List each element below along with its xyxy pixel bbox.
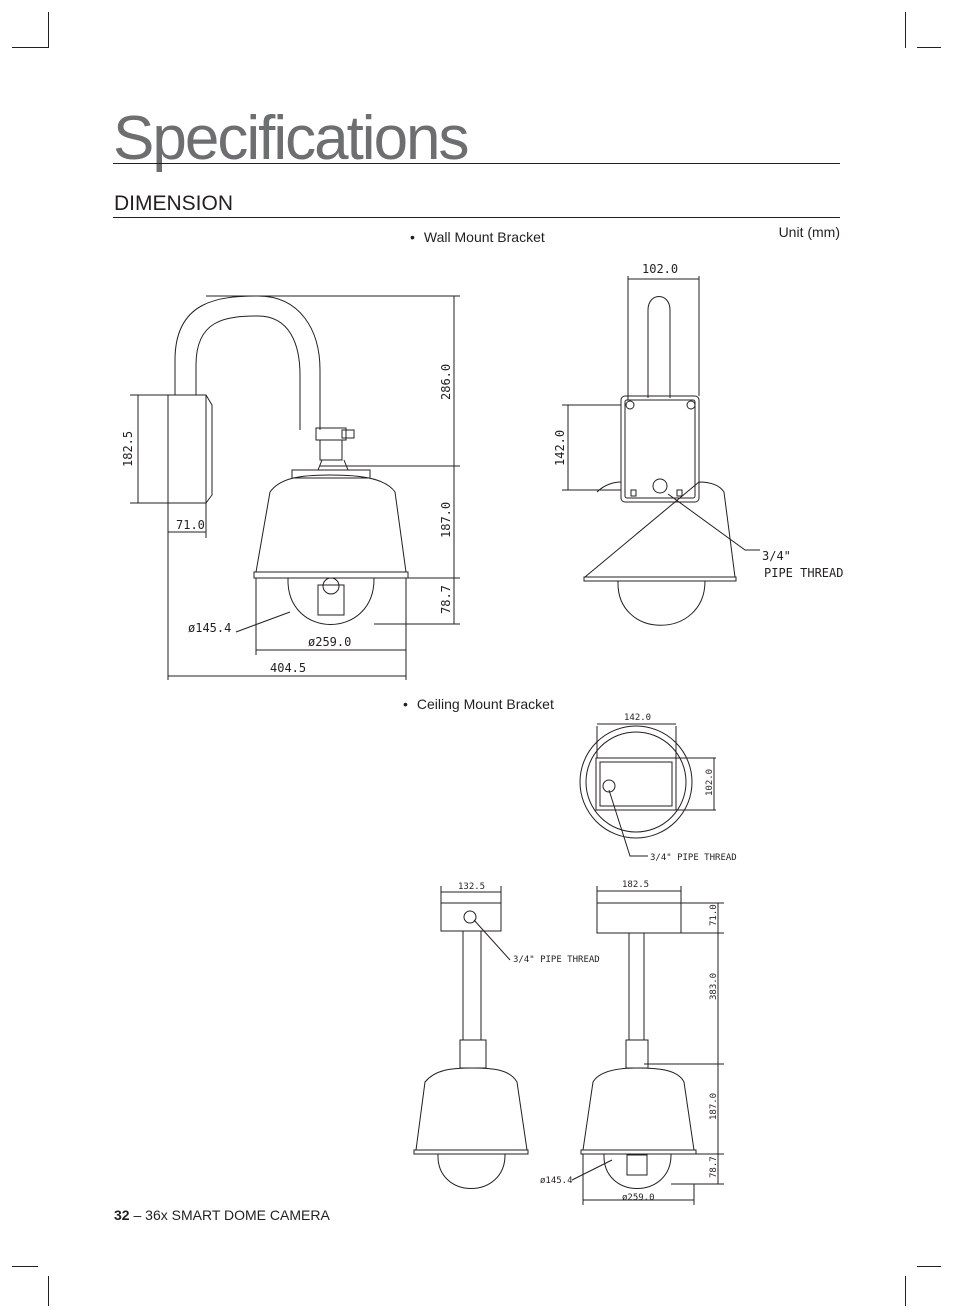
crop-mark xyxy=(905,1276,906,1306)
page-footer: 32 – 36x SMART DOME CAMERA xyxy=(114,1207,330,1223)
wall-mount-label: •Wall Mount Bracket xyxy=(410,229,545,245)
crop-mark xyxy=(48,1276,49,1306)
wall-mount-side-drawing xyxy=(130,295,460,680)
page-title: Specifications xyxy=(113,104,470,173)
callout-pipe-thread-2: PIPE THREAD xyxy=(764,566,843,580)
dim-side-78-7: 78.7 xyxy=(709,1156,719,1178)
callout-front-pipe: 3/4" PIPE THREAD xyxy=(513,955,600,965)
crop-mark xyxy=(917,47,941,48)
bullet-icon: • xyxy=(403,696,408,712)
title-rule xyxy=(113,163,840,164)
dim-78-7: 78.7 xyxy=(439,585,453,614)
ceiling-side-drawing xyxy=(571,886,724,1205)
callout-pipe-thread-1: 3/4" xyxy=(762,549,791,563)
section-rule xyxy=(113,217,840,218)
dim-side-dome-dia: ø145.4 xyxy=(540,1176,573,1186)
dim-front-132-5: 132.5 xyxy=(458,882,485,892)
dim-side-body-dia: ø259.0 xyxy=(622,1193,655,1203)
footer-separator: – xyxy=(129,1207,146,1223)
ceiling-front-drawing xyxy=(413,886,529,1189)
crop-mark xyxy=(48,12,49,48)
ceiling-top-drawing xyxy=(579,723,716,857)
wall-mount-rear-drawing xyxy=(562,276,760,626)
dim-side-182-5: 182.5 xyxy=(622,880,649,890)
dim-182-5: 182.5 xyxy=(121,431,135,467)
dim-102: 102.0 xyxy=(642,262,678,276)
dim-404-5: 404.5 xyxy=(270,661,306,675)
dim-142: 142.0 xyxy=(553,430,567,466)
dim-71: 71.0 xyxy=(176,518,205,532)
dim-side-71: 71.0 xyxy=(709,904,719,926)
crop-mark xyxy=(12,47,48,48)
dim-side-383: 383.0 xyxy=(709,973,719,1000)
dim-286: 286.0 xyxy=(439,364,453,400)
footer-product: 36x SMART DOME CAMERA xyxy=(145,1207,330,1223)
callout-top-pipe: 3/4" PIPE THREAD xyxy=(650,853,737,863)
dim-side-187: 187.0 xyxy=(709,1093,719,1120)
dim-body-dia: ø259.0 xyxy=(308,635,351,649)
page-number: 32 xyxy=(114,1207,130,1223)
dim-top-102: 102.0 xyxy=(705,769,715,796)
dim-dome-dia: ø145.4 xyxy=(188,621,231,635)
dim-top-142: 142.0 xyxy=(624,713,651,723)
crop-mark xyxy=(12,1266,38,1267)
bullet-icon: • xyxy=(410,229,415,245)
unit-label: Unit (mm) xyxy=(778,224,840,240)
crop-mark xyxy=(917,1266,941,1267)
dim-187: 187.0 xyxy=(439,502,453,538)
crop-mark xyxy=(905,12,906,48)
ceiling-mount-label: •Ceiling Mount Bracket xyxy=(403,696,554,712)
section-heading: DIMENSION xyxy=(114,192,234,215)
